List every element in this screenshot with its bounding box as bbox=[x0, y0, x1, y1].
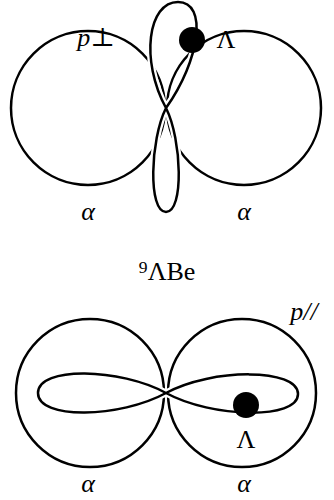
particle-label: Λ bbox=[237, 427, 256, 453]
particle-label: Λ bbox=[217, 27, 236, 53]
lambda-particle bbox=[233, 392, 259, 418]
cluster-label: α bbox=[81, 471, 95, 497]
cluster-label: α bbox=[81, 199, 95, 225]
lambda-particle bbox=[179, 27, 205, 53]
orbital-label: p// bbox=[290, 299, 317, 325]
cluster-label: α bbox=[237, 471, 251, 497]
orbital-label: p⊥ bbox=[77, 25, 114, 51]
lambda-orbital bbox=[38, 373, 298, 412]
alpha-cluster bbox=[11, 31, 165, 185]
alpha-cluster bbox=[168, 319, 316, 467]
orbital-halo bbox=[38, 373, 298, 412]
cluster-label: α bbox=[237, 199, 251, 225]
nucleus-label: ⁹ΛBe bbox=[139, 259, 196, 285]
